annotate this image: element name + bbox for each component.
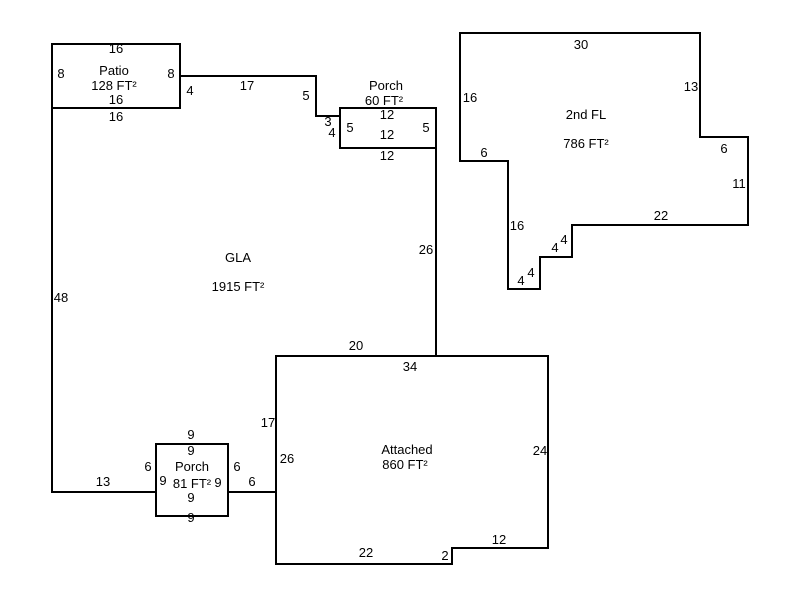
- secondfl-step2-v-dim: 4: [527, 265, 534, 280]
- porch-bottom-area: 81 FT²: [173, 476, 212, 491]
- secondfl-step2-h-dim: 4: [517, 273, 524, 288]
- patio-right-dim: 8: [167, 66, 174, 81]
- porch-bottom-top-dim-inner: 9: [187, 443, 194, 458]
- gla-title: GLA: [225, 250, 251, 265]
- gla-notch-left-dim: 6: [144, 459, 151, 474]
- porch-top-right-dim: 5: [422, 120, 429, 135]
- attached-bottom-right-dim: 12: [492, 532, 506, 547]
- porch-bottom-top-dim-outer: 9: [187, 427, 194, 442]
- secondfl-bottom-dim: 22: [654, 208, 668, 223]
- gla-top-right-dim: 5: [302, 88, 309, 103]
- gla-right-dim: 26: [419, 242, 433, 257]
- shape-attached: [275, 355, 549, 565]
- secondfl-area: 786 FT²: [563, 136, 609, 151]
- secondfl-step1-v-dim: 4: [560, 232, 567, 247]
- gla-area: 1915 FT²: [212, 279, 265, 294]
- porch-top-bottom-dim-inner: 12: [380, 127, 394, 142]
- shape-porch-bottom: [155, 443, 229, 517]
- porch-top-top-dim: 12: [380, 107, 394, 122]
- porch-top-title: Porch: [369, 78, 403, 93]
- gla-left-dim: 48: [54, 290, 68, 305]
- attached-title: Attached: [381, 442, 432, 457]
- porch-top-bottom-dim-outer: 12: [380, 148, 394, 163]
- attached-top-dim: 34: [403, 359, 417, 374]
- attached-bottom-left-dim: 22: [359, 545, 373, 560]
- patio-area: 128 FT²: [91, 78, 137, 93]
- secondfl-left-dim: 16: [463, 90, 477, 105]
- secondfl-title: 2nd FL: [566, 107, 606, 122]
- porch-bottom-bottom-dim-outer: 9: [187, 510, 194, 525]
- secondfl-right-dim: 13: [684, 79, 698, 94]
- gla-bottom-right-dim: 20: [349, 338, 363, 353]
- porch-top-area: 60 FT²: [365, 93, 404, 108]
- porch-bottom-right-dim: 9: [214, 475, 221, 490]
- porch-bottom-title: Porch: [175, 459, 209, 474]
- attached-step-dim: 2: [441, 548, 448, 563]
- secondfl-left-lower-dim: 16: [510, 218, 524, 233]
- secondfl-top-dim: 30: [574, 37, 588, 52]
- patio-bottom-dim-inner: 16: [109, 92, 123, 107]
- attached-area: 860 FT²: [382, 457, 428, 472]
- gla-top-dim: 17: [240, 78, 254, 93]
- gla-jog-h-dim: 3: [324, 114, 331, 129]
- gla-lower-left-dim: 17: [261, 415, 275, 430]
- porch-bottom-left-dim: 9: [159, 473, 166, 488]
- attached-left-dim: 26: [280, 451, 294, 466]
- patio-top-dim: 16: [109, 41, 123, 56]
- patio-left-dim: 8: [57, 66, 64, 81]
- shape-porch-top: [339, 107, 437, 149]
- gla-notch-right-dim: 6: [233, 459, 240, 474]
- gla-jog-v-dim: 4: [328, 125, 335, 140]
- attached-right-dim: 24: [533, 443, 547, 458]
- secondfl-notch-h-dim: 6: [480, 145, 487, 160]
- porch-bottom-bottom-dim-inner: 9: [187, 490, 194, 505]
- patio-bottom-dim-outer: 16: [109, 109, 123, 124]
- shape-second-floor: [459, 32, 749, 290]
- porch-top-left-dim: 5: [346, 120, 353, 135]
- secondfl-right-lower-dim: 11: [732, 176, 746, 191]
- gla-bottom-left-dim: 13: [96, 474, 110, 489]
- gla-step-up-dim: 4: [186, 83, 193, 98]
- gla-notch-bottom-dim: 6: [248, 474, 255, 489]
- patio-title: Patio: [99, 63, 129, 78]
- secondfl-step1-h-dim: 4: [551, 240, 558, 255]
- secondfl-right-top-dim: 6: [720, 141, 727, 156]
- shape-patio: [51, 43, 181, 109]
